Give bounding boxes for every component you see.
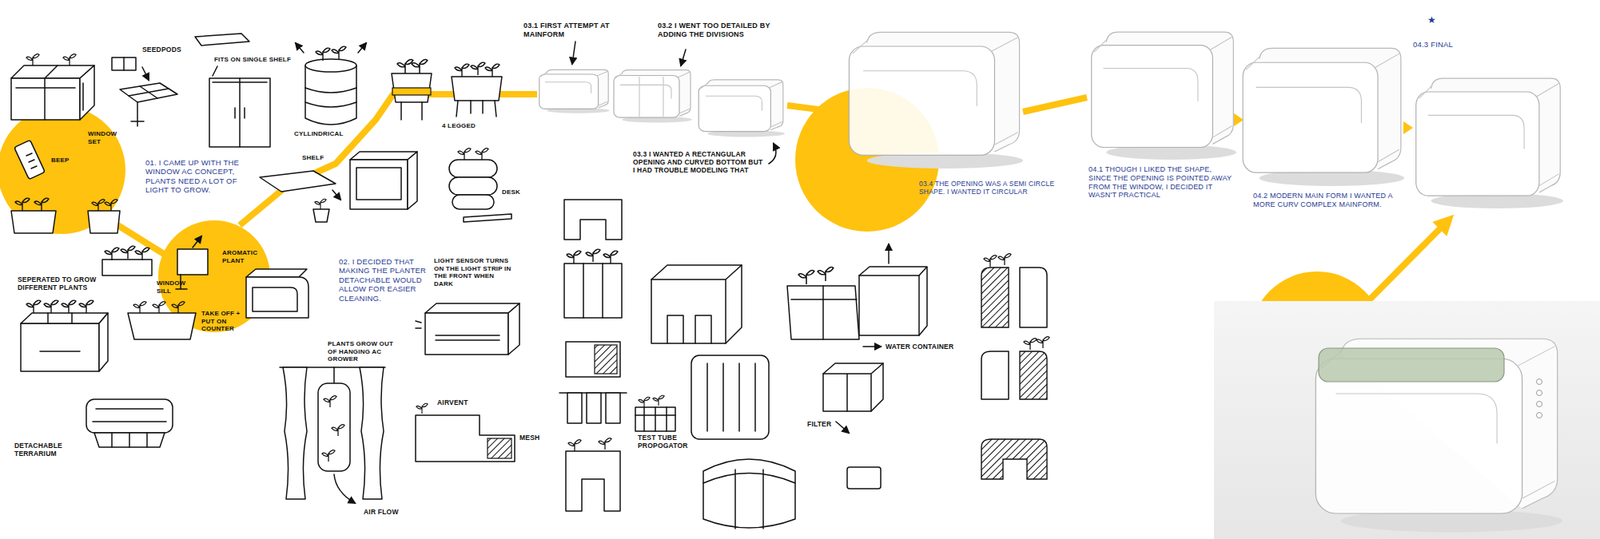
label-holder: 04.3 FINAL — [1412, 39, 1453, 49]
label-holder: WATER CONTAINER — [885, 342, 954, 351]
design-note: 01. I CAME UP WITH THE WINDOW AC CONCEPT… — [145, 158, 258, 196]
label-holder: BEEP — [51, 156, 70, 165]
sketch-label: DETACHABLE TERRARIUM — [14, 441, 85, 458]
sketch-label: FITS ON SINGLE SHELF — [214, 55, 291, 64]
label-holder: FITS ON SINGLE SHELF — [214, 55, 291, 64]
label-holder: DESK — [501, 188, 521, 197]
label-holder: MESH — [519, 433, 540, 442]
sketch-label: BEEP — [51, 156, 70, 165]
label-holder: SEPERATED TO GROW DIFFERENT PLANTS — [17, 275, 108, 292]
design-note: 04.1 THOUGH I LIKED THE SHAPE, SINCE THE… — [1088, 165, 1237, 200]
sketch-label: TAKE OFF + PUT ON COUNTER — [201, 310, 243, 334]
sketch-label: WATER CONTAINER — [885, 342, 954, 351]
sketch-label: SEPERATED TO GROW DIFFERENT PLANTS — [17, 275, 108, 292]
concept-sketches — [11, 33, 520, 504]
sketch-label: SEEDPODS — [142, 45, 182, 54]
sketch-label: PLANTS GROW OUT OF HANGING AC GROWER — [327, 340, 402, 364]
label-holder: AROMATIC PLANT — [222, 249, 271, 265]
design-note: 02. I DECIDED THAT MAKING THE PLANTER DE… — [338, 257, 429, 303]
sketch-label: FILTER — [807, 420, 832, 429]
sketch-label: LIGHT SENSOR TURNS ON THE LIGHT STRIP IN… — [433, 257, 513, 288]
design-note: 03.3 I WANTED A RECTANGULAR OPENING AND … — [632, 150, 765, 176]
label-holder: TEST TUBE PROPOGATOR — [637, 433, 704, 450]
design-note: 04.2 MODERN MAIN FORM I WANTED A MORE CU… — [1253, 191, 1394, 210]
label-holder: 04.2 MODERN MAIN FORM I WANTED A MORE CU… — [1253, 191, 1394, 210]
label-holder: 04.1 THOUGH I LIKED THE SHAPE, SINCE THE… — [1088, 165, 1237, 200]
label-holder: LIGHT SENSOR TURNS ON THE LIGHT STRIP IN… — [433, 257, 513, 288]
sketch-label: DESK — [501, 188, 521, 197]
render-iterations — [539, 31, 1600, 539]
sketch-label: SHELF — [302, 154, 324, 163]
label-holder: AIRVENT — [437, 398, 469, 407]
label-holder: SEEDPODS — [142, 45, 182, 54]
label-holder: CYLLINDRICAL — [294, 130, 344, 139]
sketch-label: AIRVENT — [437, 398, 469, 407]
design-note: 03.2 I WENT TOO DETAILED BY ADDING THE D… — [657, 21, 778, 40]
label-holder: 03.2 I WENT TOO DETAILED BY ADDING THE D… — [657, 21, 778, 40]
label-holder: 4 LEGGED — [441, 122, 476, 131]
label-holder: 01. I CAME UP WITH THE WINDOW AC CONCEPT… — [145, 158, 258, 196]
design-note: 03.1 FIRST ATTEMPT AT MAINFORM — [523, 21, 636, 40]
sketch-label: MESH — [519, 433, 540, 442]
planter-sketches — [559, 199, 1050, 530]
label-holder: 03.4 THE OPENING WAS A SEMI CIRCLE SHAPE… — [919, 179, 1059, 196]
sketch-label: WINDOW SILL — [156, 279, 191, 295]
label-holder: WINDOW SET — [87, 130, 122, 146]
design-note: 03.4 THE OPENING WAS A SEMI CIRCLE SHAPE… — [919, 179, 1059, 196]
label-holder: ★ — [1427, 14, 1437, 26]
sketch-label: CYLLINDRICAL — [294, 130, 344, 139]
label-holder: TAKE OFF + PUT ON COUNTER — [201, 310, 243, 334]
sketch-label: 4 LEGGED — [441, 122, 476, 131]
label-holder: WINDOW SILL — [156, 279, 191, 295]
label-holder: AIR FLOW — [363, 508, 399, 517]
design-note: 04.3 FINAL — [1412, 39, 1453, 49]
label-holder: SHELF — [302, 154, 324, 163]
label-holder: 02. I DECIDED THAT MAKING THE PLANTER DE… — [338, 257, 429, 303]
label-holder: 03.1 FIRST ATTEMPT AT MAINFORM — [523, 21, 636, 40]
label-holder: FILTER — [807, 420, 832, 429]
label-holder: DETACHABLE TERRARIUM — [14, 441, 85, 458]
label-holder: 03.3 I WANTED A RECTANGULAR OPENING AND … — [632, 150, 765, 176]
sketch-label: AROMATIC PLANT — [222, 249, 271, 265]
label-holder: PLANTS GROW OUT OF HANGING AC GROWER — [327, 340, 402, 364]
star-mark: ★ — [1427, 14, 1437, 26]
sketch-label: WINDOW SET — [87, 130, 122, 146]
sketch-label: TEST TUBE PROPOGATOR — [637, 433, 704, 450]
sketch-label: AIR FLOW — [363, 508, 399, 517]
